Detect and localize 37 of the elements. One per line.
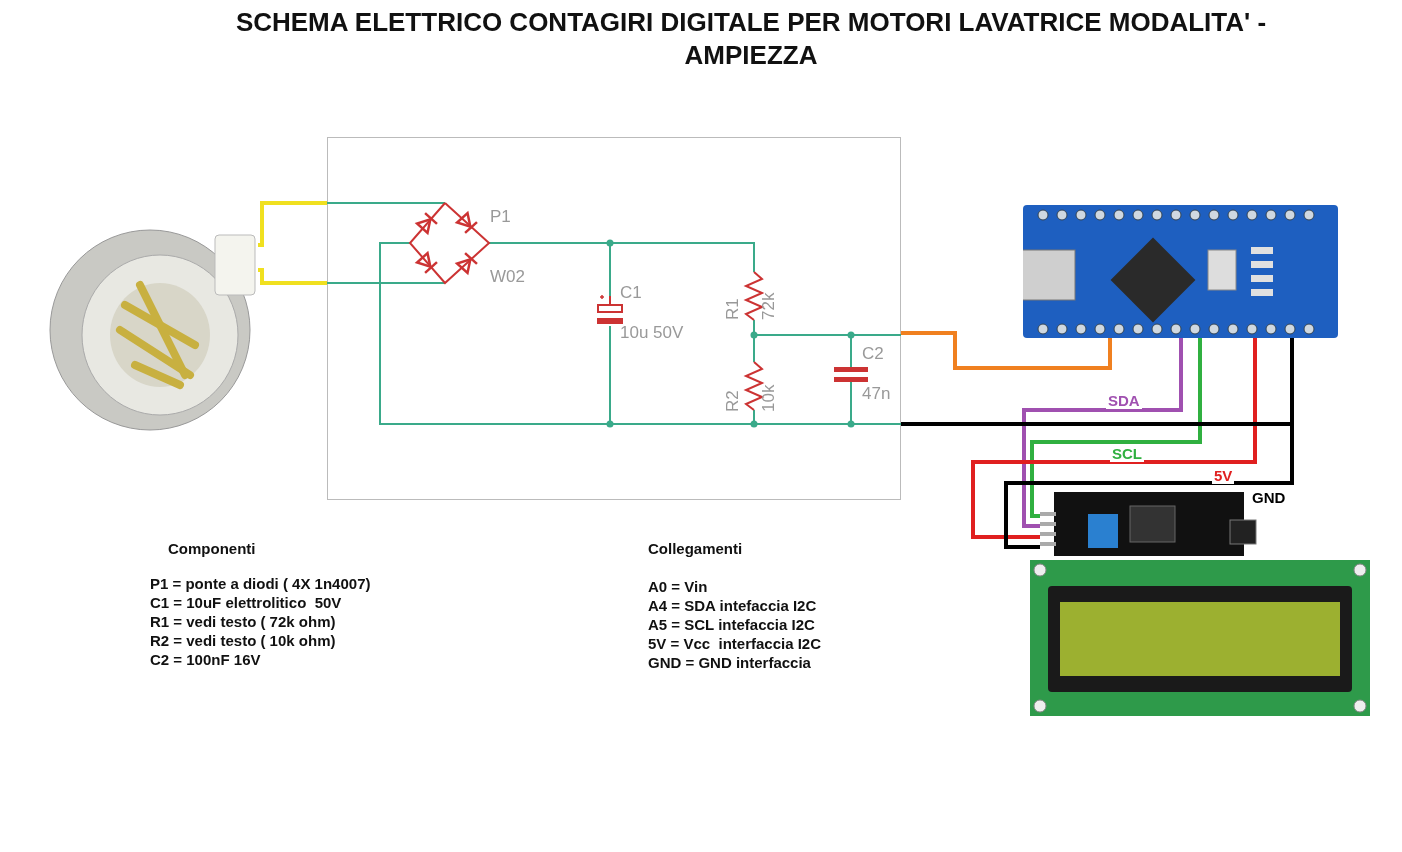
part-value: 10k [760, 384, 778, 412]
list-item: C2 = 100nF 16V [150, 651, 261, 669]
list-item: R2 = vedi testo ( 10k ohm) [150, 632, 336, 650]
list-item: A5 = SCL intefaccia I2C [648, 616, 815, 634]
part-label: R1 [724, 298, 742, 320]
list-item: A4 = SDA intefaccia I2C [648, 597, 817, 615]
part-value: 47n [862, 385, 891, 403]
list-item: 5V = Vcc interfaccia I2C [648, 635, 821, 653]
wire [258, 201, 327, 247]
wire-label: SCL [1110, 446, 1144, 462]
list-item: P1 = ponte a diodi ( 4X 1n4007) [150, 575, 371, 593]
wire [971, 338, 1257, 539]
microcontroller-board-drawing [1023, 205, 1338, 338]
part-label: P1 [490, 208, 511, 226]
wire [901, 338, 1294, 426]
part-label: C2 [862, 345, 884, 363]
wire-label: GND [1250, 490, 1288, 506]
list-heading: Collegamenti [648, 540, 743, 558]
wire [258, 268, 327, 285]
wire [901, 331, 1112, 370]
part-label: R2 [724, 390, 742, 412]
list-heading: Componenti [168, 540, 256, 558]
part-value: 10u 50V [620, 324, 684, 342]
wire [1022, 338, 1183, 528]
list-item: A0 = Vin [648, 578, 708, 596]
wire-label: 5V [1212, 468, 1235, 484]
list-item: R1 = vedi testo ( 72k ohm) [150, 613, 336, 631]
wire [1030, 338, 1202, 518]
list-item: GND = GND interfaccia [648, 654, 811, 672]
list-item: C1 = 10uF elettrolitico 50V [150, 594, 342, 612]
wire-label: SDA [1106, 393, 1142, 409]
circuit-board-frame [327, 137, 901, 500]
part-value: W02 [490, 268, 525, 286]
diagram-title: SCHEMA ELETTRICO CONTAGIRI DIGITALE PER MOTORI LAVATRICE MODALITA' - AMPIEZZA [234, 6, 1268, 72]
part-label: C1 [620, 284, 642, 302]
part-value: 72k [760, 292, 778, 320]
lcd-display-drawing [1030, 560, 1370, 716]
